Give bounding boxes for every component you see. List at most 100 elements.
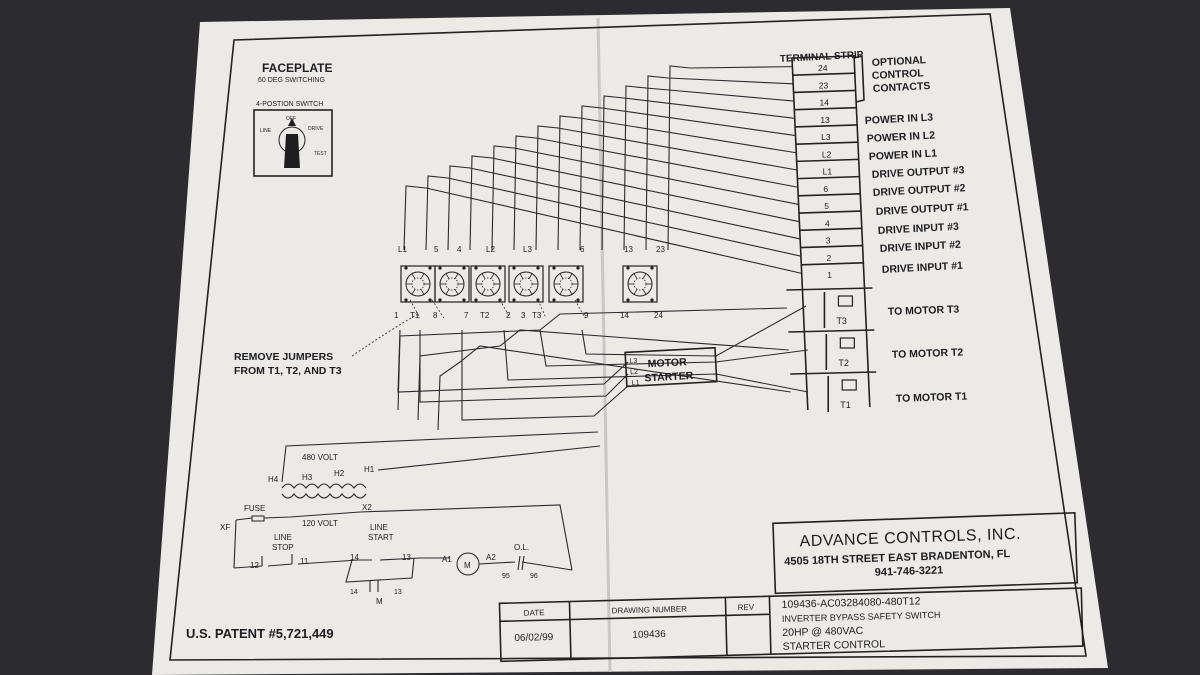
label-drive-out-2: DRIVE OUTPUT #2 (873, 182, 966, 199)
label-motor-t1: TO MOTOR T1 (896, 391, 968, 405)
faceplate-subtitle: 60 DEG SWITCHING (258, 77, 325, 84)
label-optional-2: CONTROL (872, 67, 925, 82)
knob-icon (278, 118, 306, 168)
desc-2: 20HP @ 480VAC (782, 625, 864, 639)
coil-m: M (464, 561, 471, 570)
terminal-1: 1 (827, 270, 832, 280)
terminal-l2: L2 (822, 149, 832, 159)
switch-bottom-label: T3 (532, 311, 542, 320)
label-drive-in-3: DRIVE INPUT #3 (878, 221, 960, 237)
motor-terminal-t2: T2 (838, 358, 849, 368)
desc-1: INVERTER BYPASS SAFETY SWITCH (782, 610, 941, 624)
faceplate-box (253, 109, 333, 177)
terminal-13: 13 (820, 115, 830, 125)
n11: 11 (300, 557, 309, 566)
label-motor-t2: TO MOTOR T2 (892, 347, 964, 361)
terminal-3: 3 (826, 236, 831, 246)
rev-label: REV (738, 603, 755, 612)
rotary-switch-icon (470, 265, 506, 303)
a1: A1 (442, 555, 452, 564)
transformer-primary (281, 483, 367, 489)
switch-top-label: L2 (486, 245, 495, 254)
rotary-switch-icon (434, 265, 470, 303)
a2: A2 (486, 553, 496, 562)
wiring-lines (397, 65, 809, 431)
h1: H1 (364, 465, 375, 474)
switch-bottom-label: T2 (480, 311, 490, 320)
paper-sheet (152, 8, 1108, 675)
switch-bottom-label: 24 (654, 311, 663, 320)
switch-bottom-label: 2 (506, 311, 511, 320)
terminal-2: 2 (827, 253, 832, 263)
label-power-l2: POWER IN L2 (867, 129, 936, 145)
line-start-1: LINE (370, 523, 388, 532)
rotary-switch-icon (508, 265, 544, 303)
switch-label: 4-POSTION SWITCH (256, 101, 323, 108)
label-optional-3: CONTACTS (873, 80, 931, 95)
drawing-number: 109436 (632, 629, 666, 641)
n96: 96 (530, 573, 538, 580)
motor-starter-label-2: STARTER (644, 370, 694, 385)
label-drive-in-2: DRIVE INPUT #2 (880, 239, 962, 255)
rotary-switch-icon (548, 265, 584, 303)
drawing-border (169, 13, 1087, 661)
switch-top-label: 6 (580, 245, 585, 254)
n14a: 14 (350, 553, 359, 562)
terminal-l3: L3 (821, 132, 831, 142)
ms-l1: L1 (632, 380, 640, 387)
title-block: DATE DRAWING NUMBER REV 06/02/99 109436 … (498, 587, 1084, 663)
xf: XF (220, 523, 230, 532)
x2: X2 (362, 503, 372, 512)
ms-l3: L3 (629, 358, 637, 365)
label-drive-out-3: DRIVE OUTPUT #3 (872, 164, 965, 181)
switch-bottom-label: 9 (584, 311, 589, 320)
faceplate-title: FACEPLATE (262, 61, 332, 75)
label-optional-1: OPTIONAL (872, 54, 927, 69)
switch-top-label: 5 (434, 245, 439, 254)
motor-terminal-t3: T3 (836, 316, 847, 326)
company-phone: 941-746-3221 (875, 564, 944, 578)
terminal-5: 5 (824, 201, 829, 211)
line-start-2: START (368, 533, 394, 542)
pos-test: TEST (314, 151, 327, 157)
switch-bottom-label: 8 (433, 311, 438, 320)
switch-bottom-label: T1 (410, 311, 420, 320)
note-jumpers-1: REMOVE JUMPERS (234, 351, 333, 363)
date-label: DATE (524, 608, 545, 618)
line-stop-2: STOP (272, 543, 294, 552)
n95: 95 (502, 573, 510, 580)
m-contact: M (376, 597, 383, 606)
terminal-14: 14 (820, 98, 830, 108)
n13b: 13 (394, 589, 402, 596)
control-circuit: 480 VOLT H4 H3 H2 H1 FUSE X2 XF 120 VOLT… (220, 431, 601, 606)
paper-fold (596, 17, 612, 673)
label-motor-t3: TO MOTOR T3 (888, 304, 960, 318)
switch-top-label: 23 (656, 245, 665, 254)
terminal-6: 6 (823, 184, 828, 194)
desc-3: STARTER CONTROL (783, 638, 886, 653)
pos-drive: DRIVE (308, 126, 324, 132)
terminal-labels: OPTIONAL CONTROL CONTACTS POWER IN L3 PO… (865, 54, 969, 405)
n12: 12 (250, 561, 259, 570)
part-number: 109436-AC03284080-480T12 (781, 595, 920, 611)
label-power-l3: POWER IN L3 (865, 111, 934, 127)
switch-top-label: 4 (457, 245, 462, 254)
h3: H3 (302, 473, 313, 482)
terminal-24: 24 (818, 63, 828, 73)
n14b: 14 (350, 589, 358, 596)
switch-top-label: L3 (523, 245, 532, 254)
pos-line: LINE (260, 128, 272, 134)
label-drive-out-1: DRIVE OUTPUT #1 (876, 201, 969, 218)
switch-bottom-label: 14 (620, 311, 629, 320)
fuse-label: FUSE (244, 504, 265, 513)
ms-l2: L2 (630, 369, 638, 376)
switch-top-label: 13 (624, 245, 633, 254)
drawing-label: DRAWING NUMBER (612, 604, 688, 615)
note-leader (351, 313, 419, 357)
ol: O.L. (514, 543, 529, 552)
